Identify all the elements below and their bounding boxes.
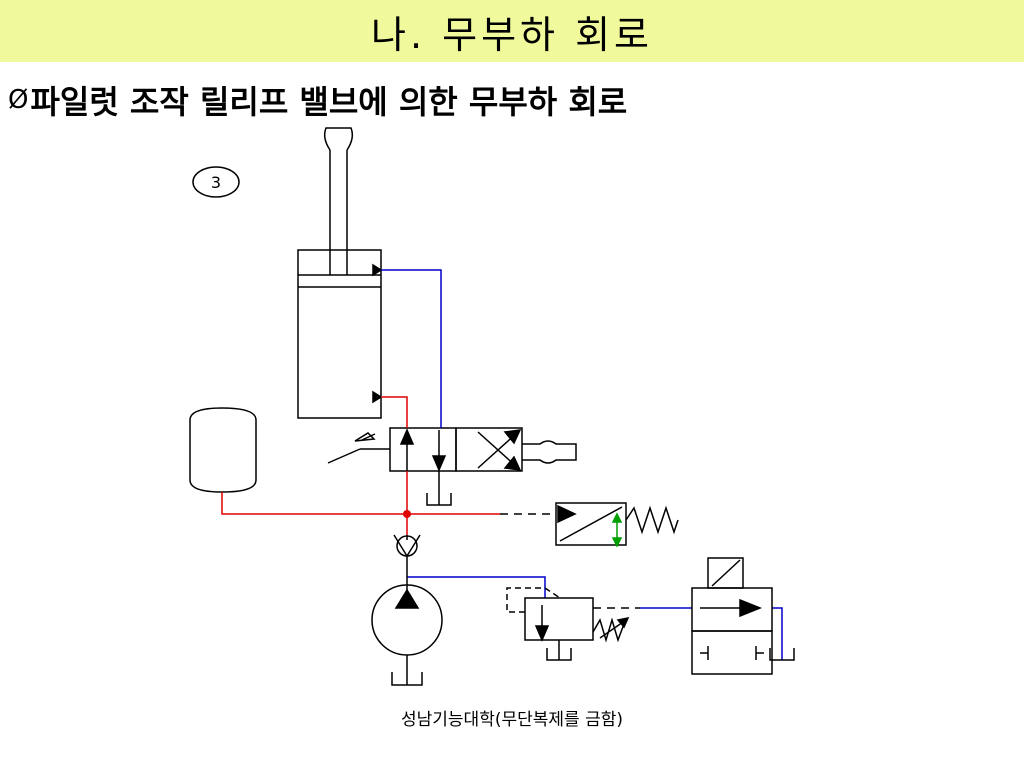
hydraulic-cylinder bbox=[297, 127, 383, 419]
title-bar: 나. 무부하 회로 bbox=[0, 0, 1024, 62]
step-number-badge: 3 bbox=[192, 166, 240, 198]
footer-credit: 성남기능대학(무단복제를 금함) bbox=[401, 710, 623, 730]
slide-title: 나. 무부하 회로 bbox=[371, 12, 653, 57]
subtitle-text: 파일럿 조작 릴리프 밸브에 의한 무부하 회로 bbox=[30, 83, 628, 121]
junction-node bbox=[403, 510, 411, 518]
accumulator bbox=[189, 407, 257, 493]
pilot-relief-valve bbox=[506, 587, 630, 661]
hydraulic-pump bbox=[371, 584, 443, 686]
return-lines bbox=[381, 269, 783, 660]
solenoid-valve bbox=[691, 557, 795, 675]
pressure-switch bbox=[555, 502, 679, 548]
step-number-label: 3 bbox=[211, 173, 221, 192]
bullet-icon: Ø bbox=[8, 85, 29, 115]
directional-control-valve bbox=[327, 427, 577, 506]
slide-subtitle: Ø 파일럿 조작 릴리프 밸브에 의한 무부하 회로 bbox=[8, 78, 627, 122]
